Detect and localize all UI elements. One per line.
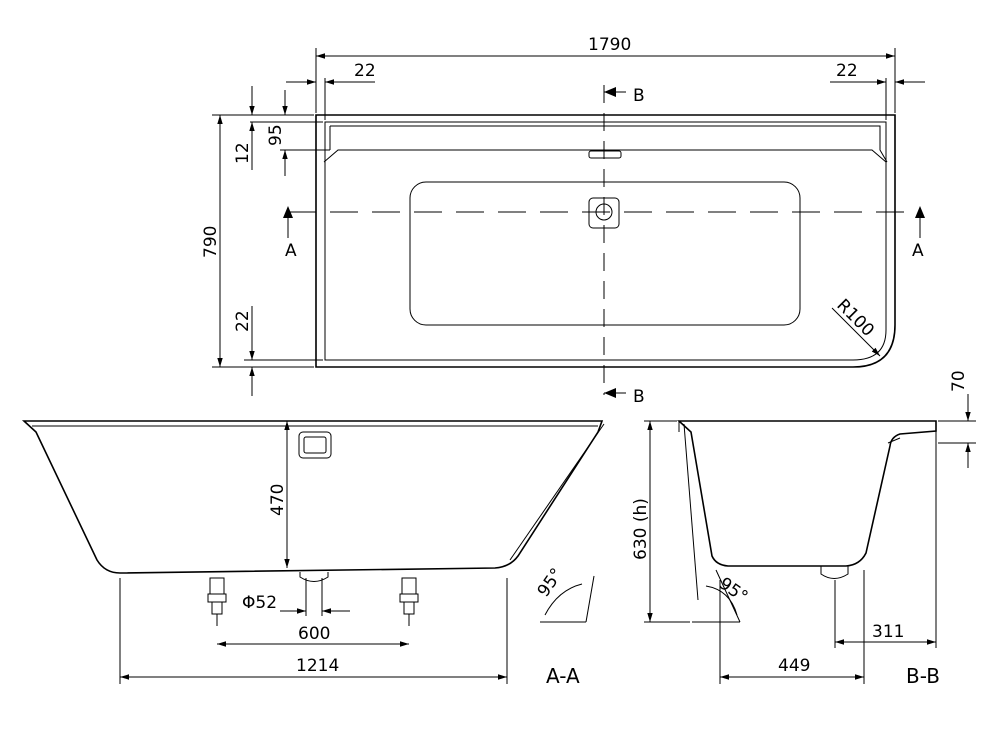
dim-70: 70 <box>949 370 969 392</box>
overflow-a <box>298 431 332 459</box>
basin-outline <box>409 181 801 326</box>
section-bb-title: B-B <box>906 664 940 688</box>
dim-drain-diameter: Φ52 <box>242 593 277 613</box>
section-aa-outer <box>21 420 604 574</box>
drain-b <box>820 566 849 579</box>
dim-1790: 1790 <box>588 35 631 55</box>
section-aa: 470 Φ52 600 1214 95° A-A <box>21 420 605 688</box>
section-b-label-bottom: B <box>633 387 645 407</box>
overflow-slot <box>588 150 622 159</box>
section-bb-outer <box>676 420 937 567</box>
dim-600: 600 <box>298 624 330 644</box>
drain-a <box>299 572 329 582</box>
dim-95: 95 <box>266 124 286 146</box>
dim-470: 470 <box>268 484 288 516</box>
dim-630: 630 (h) <box>631 498 651 560</box>
radius-label: R100 <box>832 295 877 340</box>
dim-790: 790 <box>201 226 221 258</box>
tub-outer-outline <box>315 114 896 368</box>
back-ledge <box>330 125 888 163</box>
section-aa-title: A-A <box>546 664 580 688</box>
left-foot <box>207 577 227 626</box>
dim-22-right: 22 <box>836 61 858 81</box>
dim-449: 449 <box>778 656 810 676</box>
section-bb: 630 (h) 70 311 449 95° B-B <box>631 370 976 688</box>
top-view: A A B B 1790 22 22 790 12 <box>201 35 925 407</box>
angle-aa: 95° <box>534 565 568 601</box>
dim-22-front: 22 <box>233 310 253 332</box>
section-b-label-top: B <box>633 86 645 106</box>
section-a-label-right: A <box>912 241 924 261</box>
dim-1214: 1214 <box>296 656 339 676</box>
dim-12: 12 <box>233 142 253 164</box>
back-ledge-front <box>323 149 887 163</box>
dim-311: 311 <box>872 622 904 642</box>
section-a-label-left: A <box>285 241 297 261</box>
dim-22-left: 22 <box>354 61 376 81</box>
right-foot <box>399 577 419 626</box>
